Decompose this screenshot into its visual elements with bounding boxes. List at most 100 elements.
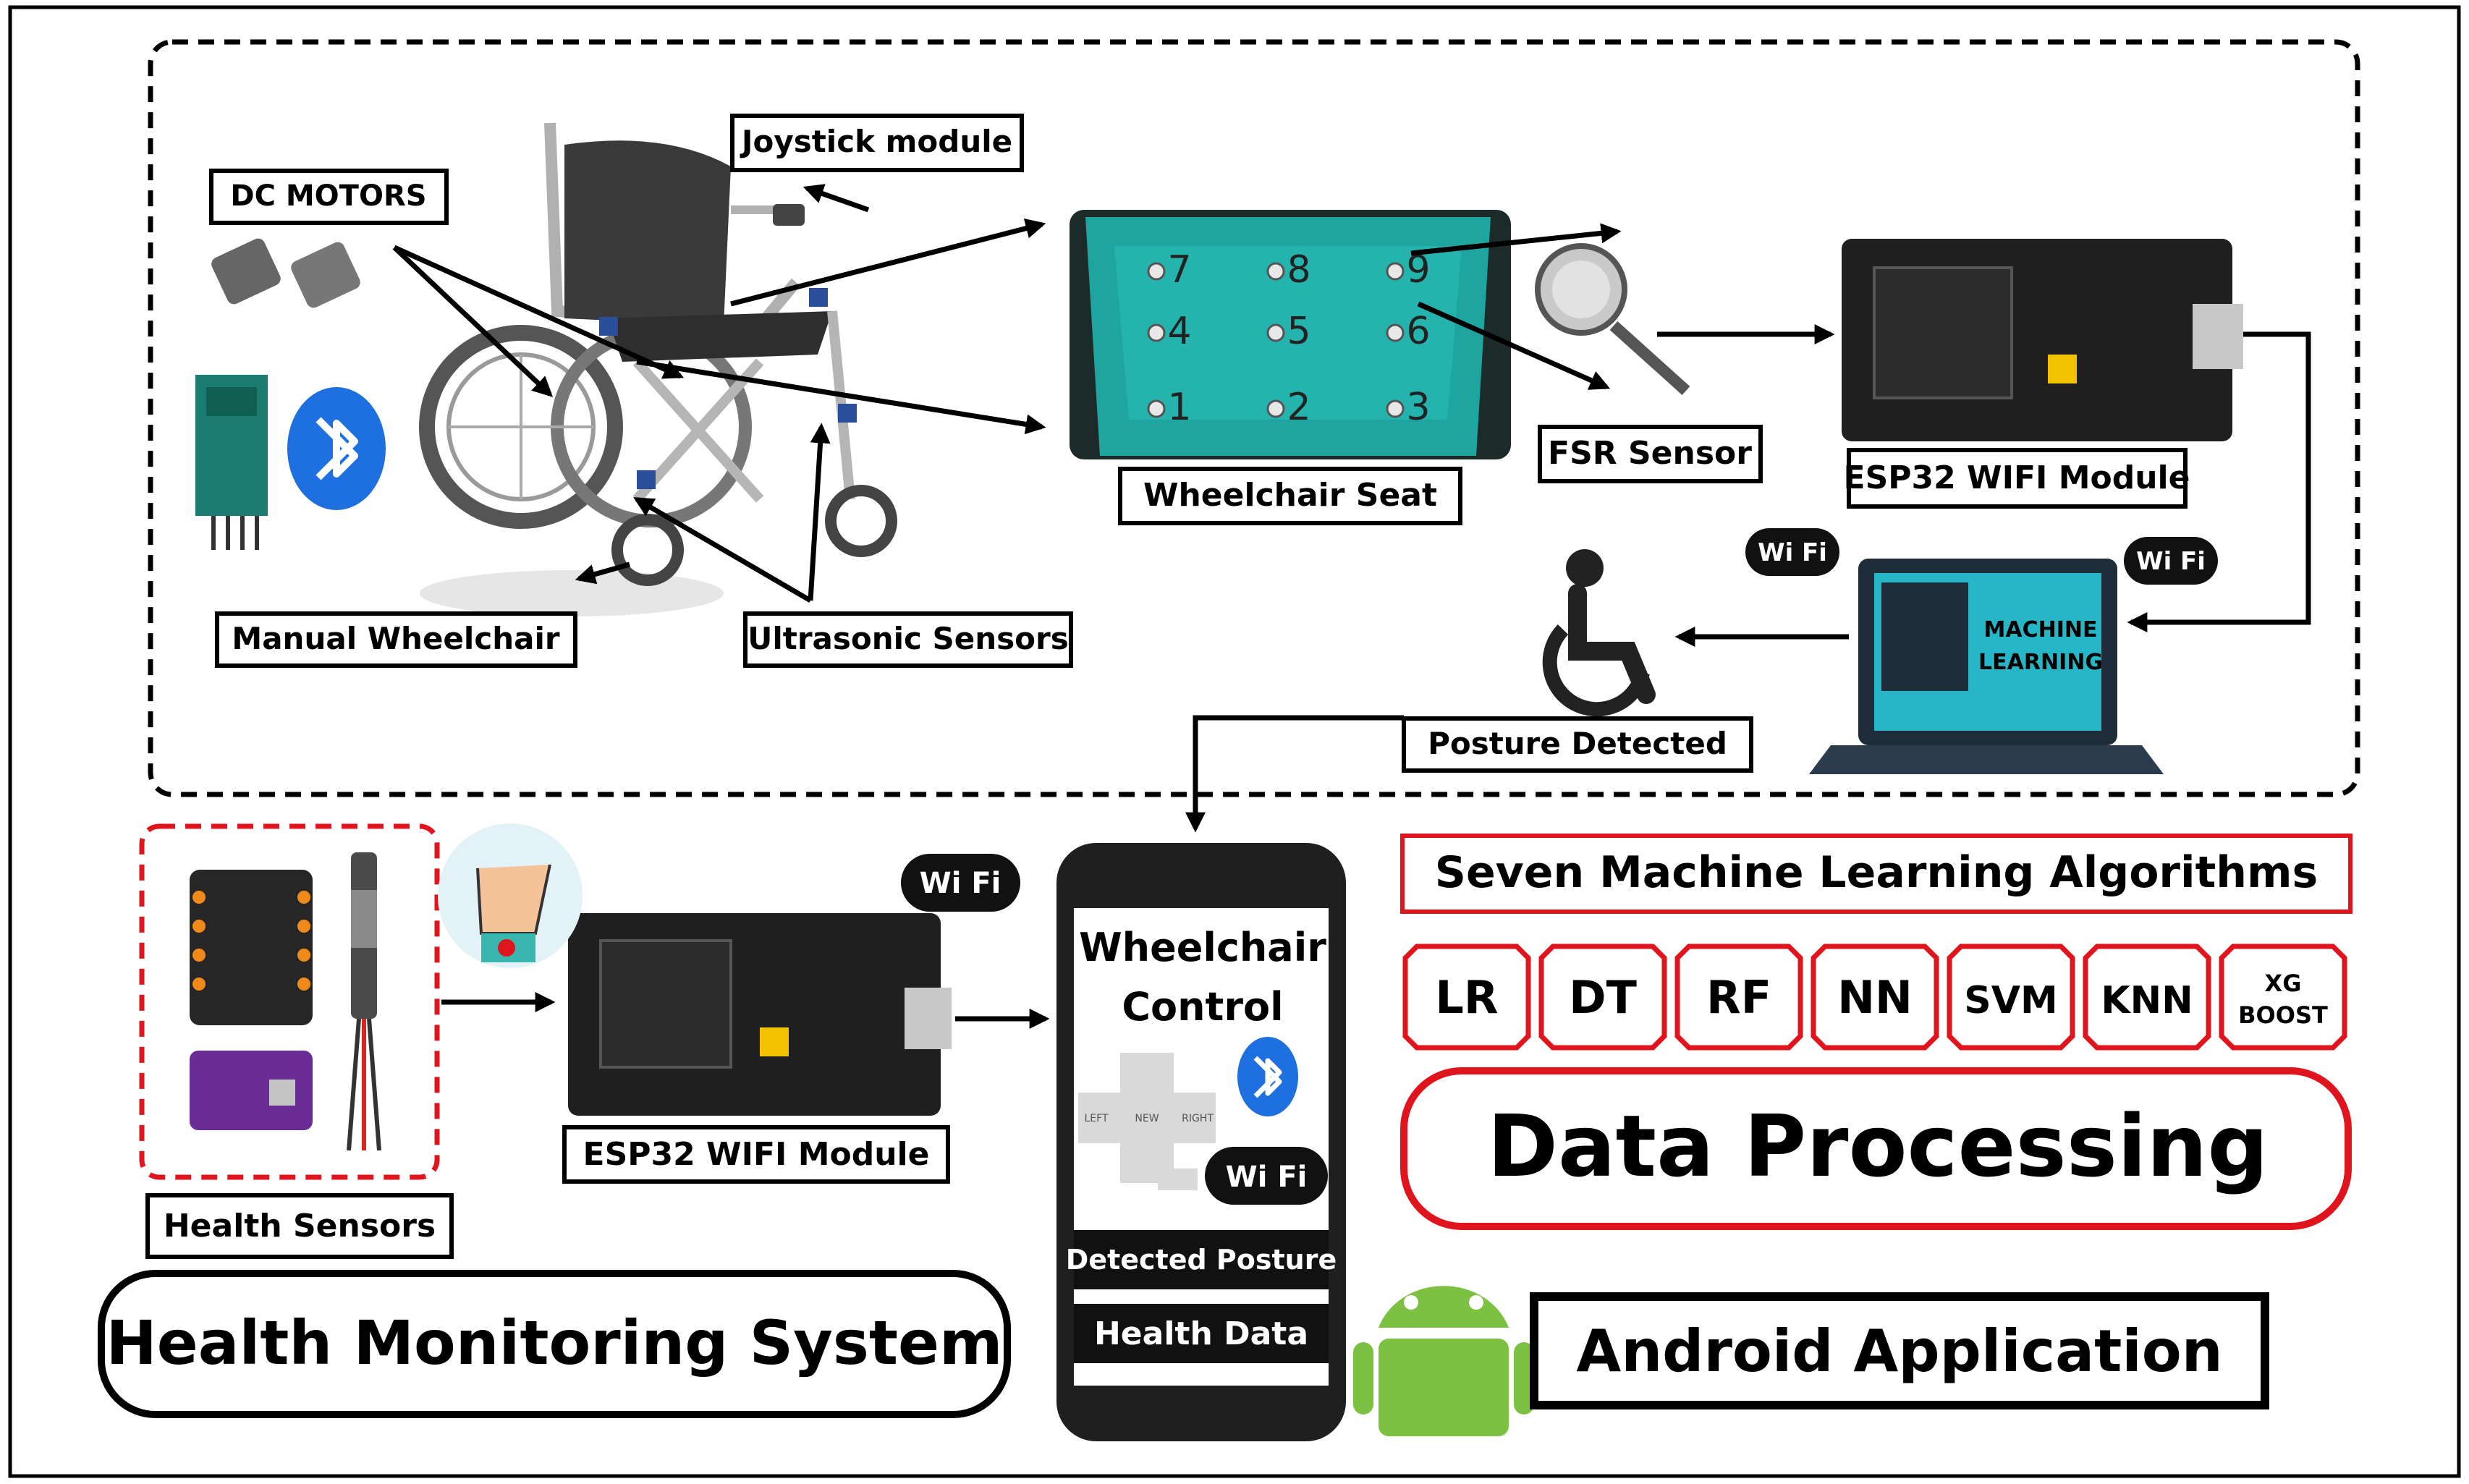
esp32-top-label-box — [1847, 448, 2188, 509]
android-app-box — [1530, 1292, 2269, 1409]
svg-text:Wi Fi: Wi Fi — [1758, 538, 1827, 567]
esp32-bottom-label: ESP32 WIFI Module — [583, 1136, 930, 1173]
dpad-mid-label: NEW — [1135, 1113, 1159, 1124]
seat-sensor-label: 1 — [1167, 386, 1191, 429]
accessibility-icon — [1542, 549, 1656, 717]
data-processing-box — [1400, 1067, 2352, 1230]
wifi-badge-top-left: Wi Fi — [1745, 528, 1839, 576]
esp32-board-top — [1842, 239, 2243, 441]
seat-sensor-dot — [1266, 399, 1285, 418]
algorithm-box — [1811, 944, 1939, 1051]
seat-sensor-label: 8 — [1287, 248, 1310, 292]
wifi-badge-top-right: Wi Fi — [2124, 537, 2218, 585]
detected-posture-label: Detected Posture — [1066, 1244, 1337, 1276]
flow-arrows — [392, 184, 2311, 1029]
seat-sensor-label: 6 — [1406, 310, 1430, 353]
seven-ml-title: Seven Machine Learning Algorithms — [1435, 847, 2318, 898]
ultrasonic-label: Ultrasonic Sensors — [748, 621, 1069, 656]
dc-motors-label-box — [209, 169, 449, 225]
dpad-right-label: RIGHT — [1182, 1113, 1214, 1124]
algorithm-box — [2083, 944, 2211, 1051]
svg-text:Wi Fi: Wi Fi — [2136, 547, 2206, 576]
health-data-button[interactable] — [1074, 1304, 1329, 1363]
seat-sensor-dot — [1386, 323, 1405, 342]
wheelchair-seat-label-box — [1118, 467, 1462, 525]
joystick-label: Joystick module — [740, 124, 1012, 159]
wheelchair-seat-label: Wheelchair Seat — [1143, 477, 1437, 514]
manual-wheelchair-label-box — [215, 611, 577, 668]
fsr-sensor-label: FSR Sensor — [1548, 435, 1752, 472]
health-monitoring-box — [98, 1270, 1011, 1418]
health-sensors-region — [139, 823, 440, 1180]
seat-sensor-dot — [1266, 262, 1285, 281]
seat-sensor-dot — [1147, 323, 1166, 342]
android-icon — [1353, 1286, 1534, 1436]
algorithm-label-xgboost-line2: BOOST — [2238, 1001, 2328, 1029]
svg-text:Wi Fi: Wi Fi — [1226, 1161, 1308, 1194]
health-sensors-label-box — [145, 1193, 454, 1259]
seat-sensor-label: 4 — [1167, 310, 1191, 353]
wifi-badge-phone: Wi Fi — [1205, 1147, 1328, 1205]
algorithm-label: NN — [1837, 971, 1913, 1024]
esp32-bottom-label-box — [562, 1125, 950, 1184]
laptop-icon — [1809, 559, 2164, 774]
algorithm-label: SVM — [1964, 979, 2057, 1022]
health-sensor-boards — [190, 852, 381, 1151]
detected-posture-button[interactable] — [1074, 1230, 1329, 1289]
seat-sensor-label: 7 — [1167, 248, 1191, 292]
dpad-control[interactable] — [1078, 1053, 1216, 1190]
svg-text:Wi Fi: Wi Fi — [920, 867, 1001, 900]
dc-motors-label: DC MOTORS — [230, 179, 426, 213]
machine-learning-label-1: MACHINE — [1984, 617, 2098, 643]
manual-wheelchair-label: Manual Wheelchair — [232, 621, 559, 656]
wheelchair-subsystem-region — [148, 39, 2360, 797]
phone-title-line-2: Control — [1122, 984, 1283, 1030]
algorithm-label-xgboost-line1: XG — [2265, 970, 2302, 997]
data-processing-title: Data Processing — [1487, 1096, 2269, 1196]
health-data-label: Health Data — [1094, 1315, 1308, 1352]
seat-sensor-dot — [1266, 323, 1285, 342]
dc-motors-icon — [211, 238, 360, 308]
outer-frame — [8, 5, 2461, 1478]
dpad-left-label: LEFT — [1084, 1113, 1108, 1124]
joystick-label-box — [730, 114, 1024, 172]
algorithm-box — [1674, 944, 1803, 1051]
wifi-badge-bottom: Wi Fi — [901, 854, 1020, 912]
algorithm-box — [1947, 944, 2075, 1051]
bluetooth-module — [195, 375, 268, 550]
esp32-top-label: ESP32 WIFI Module — [1844, 459, 2190, 496]
seat-sensor-dot — [1147, 262, 1166, 281]
algorithm-box — [2219, 944, 2347, 1051]
posture-detected-label-box — [1402, 716, 1753, 773]
esp32-board-bottom — [568, 913, 952, 1116]
seat-sensor-label: 3 — [1406, 386, 1430, 429]
algorithm-label: RF — [1706, 971, 1771, 1024]
fsr-sensor-label-box — [1538, 425, 1763, 483]
seat-sensor-dot — [1386, 262, 1405, 281]
phone-title-line-1: Wheelchair — [1079, 925, 1326, 970]
seven-ml-box — [1400, 834, 2352, 914]
algorithm-label: LR — [1435, 971, 1498, 1024]
seat-sensor-label: 2 — [1287, 386, 1310, 429]
health-sensors-label: Health Sensors — [164, 1208, 436, 1245]
algorithm-box — [1402, 944, 1531, 1051]
wrist-sensor-icon — [438, 823, 583, 968]
seat-sensor-dot — [1386, 399, 1405, 418]
algorithm-row: LR DT RF NN SVM KNN XG BOOST — [1402, 944, 2347, 1051]
algorithm-label: KNN — [2101, 979, 2193, 1022]
seat-sensor-label: 5 — [1287, 310, 1310, 353]
machine-learning-label-2: LEARNING — [1978, 650, 2103, 675]
posture-detected-label: Posture Detected — [1428, 726, 1727, 761]
fsr-sensor-icon — [1535, 243, 1690, 395]
seat-sensor-dot — [1147, 399, 1166, 418]
seat-sensor-label: 9 — [1406, 248, 1430, 292]
phone-bluetooth-icon — [1237, 1037, 1298, 1116]
algorithm-box — [1538, 944, 1667, 1051]
bluetooth-icon — [287, 387, 386, 510]
algorithm-label: DT — [1569, 971, 1637, 1024]
health-monitoring-title: Health Monitoring System — [106, 1307, 1003, 1378]
ultrasonic-label-box — [743, 611, 1073, 668]
android-app-title: Android Application — [1576, 1318, 2222, 1385]
wheelchair-illustration — [419, 122, 897, 616]
